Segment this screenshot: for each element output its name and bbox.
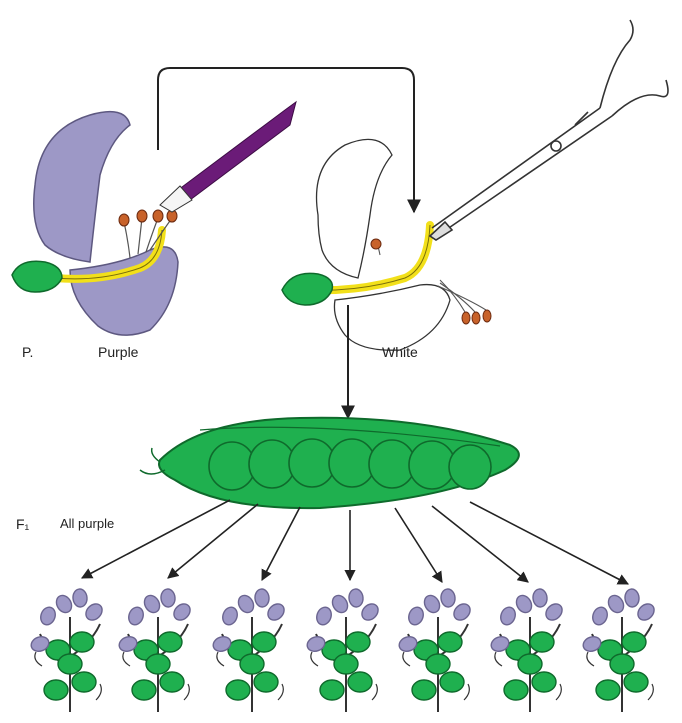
plant-leaf <box>348 672 372 692</box>
purple-flower-bud <box>72 588 88 607</box>
paintbrush-icon <box>160 102 296 212</box>
f1-plant <box>489 588 565 712</box>
f1-plant <box>581 588 657 712</box>
purple-flower <box>12 112 178 335</box>
f1-generation-label: F₁ <box>16 516 29 532</box>
plant-leaf <box>146 654 170 674</box>
purple-flower-bud <box>440 588 456 607</box>
plant-leaf <box>44 680 68 700</box>
purple-flower-bud <box>624 588 640 607</box>
white-sepal <box>282 273 332 305</box>
plant-leaf <box>158 632 182 652</box>
plant-leaf <box>346 632 370 652</box>
plant-leaf <box>334 654 358 674</box>
purple-flower-bud <box>329 593 350 616</box>
purple-sepal <box>12 261 62 292</box>
f1-plant <box>305 588 381 712</box>
purple-flower-bud <box>53 593 74 616</box>
plant-leaf <box>518 654 542 674</box>
white-parent-label: White <box>382 344 418 360</box>
purple-flower-bud <box>406 605 425 627</box>
purple-flower-bud <box>126 605 145 627</box>
plant-leaf <box>624 672 648 692</box>
plant-leaf <box>610 654 634 674</box>
f1-result-label: All purple <box>60 516 114 531</box>
plant-leaf <box>532 672 556 692</box>
plant-leaf <box>72 672 96 692</box>
purple-flower-bud <box>498 605 517 627</box>
purple-flower-bud <box>38 605 57 627</box>
purple-flower-bud <box>421 593 442 616</box>
purple-flower-bud <box>220 605 239 627</box>
offspring-arrows <box>82 500 628 584</box>
white-standard-petal <box>317 139 392 278</box>
plant-leaf <box>252 632 276 652</box>
plant-leaf <box>254 672 278 692</box>
plant-leaf <box>438 632 462 652</box>
plant-leaf <box>504 680 528 700</box>
purple-flower-bud <box>532 588 548 607</box>
purple-flower-bud <box>314 605 333 627</box>
purple-flower-bud <box>235 593 256 616</box>
white-keel-petal <box>334 285 450 351</box>
pea-pod <box>140 418 519 508</box>
plant-leaf <box>132 680 156 700</box>
plant-leaf <box>320 680 344 700</box>
f1-plant <box>397 588 473 712</box>
scissors-icon <box>430 20 668 240</box>
plant-leaf <box>226 680 250 700</box>
purple-flower-bud <box>254 588 270 607</box>
plant-leaf <box>70 632 94 652</box>
purple-flower-bud <box>590 605 609 627</box>
plant-leaf <box>426 654 450 674</box>
f1-plant <box>29 588 105 712</box>
plant-leaf <box>596 680 620 700</box>
white-flower <box>282 139 491 350</box>
plant-leaf <box>622 632 646 652</box>
plant-leaf <box>530 632 554 652</box>
plant-leaf <box>440 672 464 692</box>
purple-flower-bud <box>160 588 176 607</box>
f1-plant <box>211 588 287 712</box>
purple-standard-petal <box>34 112 130 262</box>
purple-flower-bud <box>513 593 534 616</box>
p-generation-label: P. <box>22 344 33 360</box>
plant-leaf <box>240 654 264 674</box>
purple-flower-bud <box>348 588 364 607</box>
purple-flower-bud <box>141 593 162 616</box>
plant-leaf <box>58 654 82 674</box>
plant-leaf <box>160 672 184 692</box>
purple-flower-bud <box>605 593 626 616</box>
purple-parent-label: Purple <box>98 344 138 360</box>
f1-plants <box>29 588 657 712</box>
plant-leaf <box>412 680 436 700</box>
f1-plant <box>117 588 193 712</box>
